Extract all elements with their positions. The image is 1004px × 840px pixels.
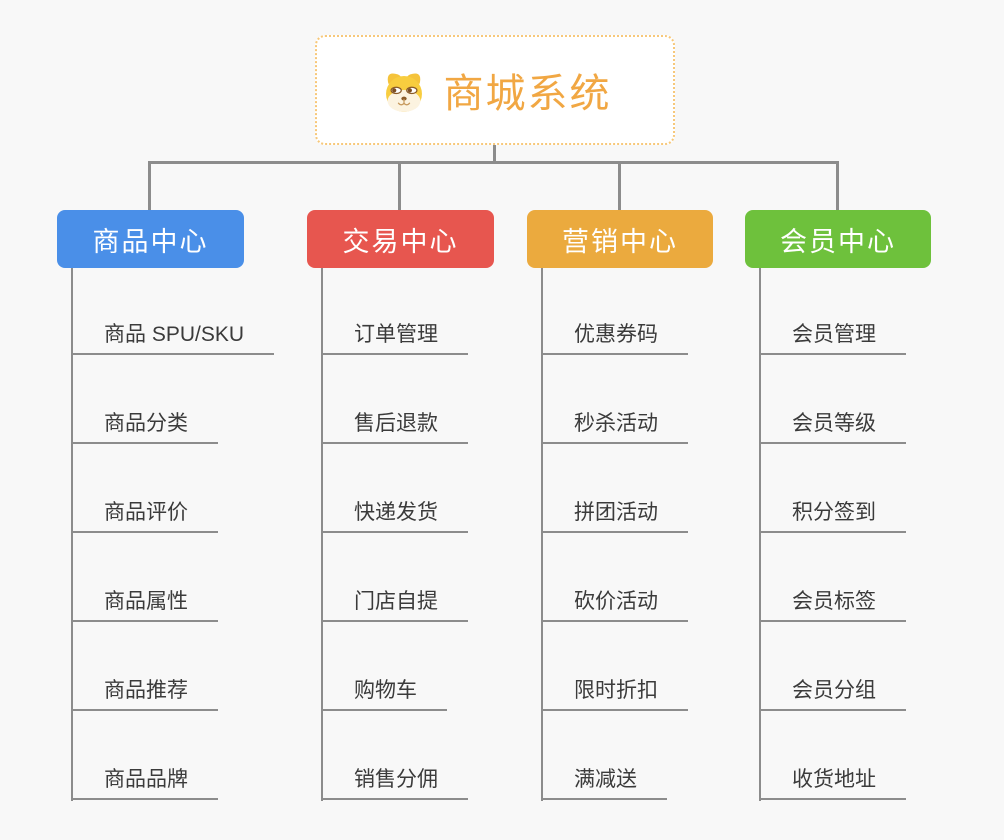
branch-1-children: 商品 SPU/SKU 商品分类 商品评价 商品属性 商品推荐 商品品牌 [71,268,301,801]
leaf-node[interactable]: 销售分佣 [321,766,468,800]
leaf-node[interactable]: 收货地址 [759,766,906,800]
connector-drop-branch-4 [836,161,839,210]
leaf-node[interactable]: 会员管理 [759,321,906,355]
branch-2-children: 订单管理 售后退款 快递发货 门店自提 购物车 销售分佣 [321,268,551,801]
leaf-node[interactable]: 商品属性 [71,588,218,622]
connector-drop-branch-3 [618,161,621,210]
leaf-node[interactable]: 限时折扣 [541,677,688,711]
doge-icon [379,67,429,113]
leaf-node[interactable]: 拼团活动 [541,499,688,533]
leaf-node[interactable]: 积分签到 [759,499,906,533]
leaf-node[interactable]: 砍价活动 [541,588,688,622]
branch-node-2[interactable]: 交易中心 [307,210,494,268]
connector-trunk [759,268,761,801]
leaf-node[interactable]: 会员等级 [759,410,906,444]
leaf-node[interactable]: 商品 SPU/SKU [71,321,275,355]
leaf-node[interactable]: 商品品牌 [71,766,218,800]
leaf-node[interactable]: 满减送 [541,766,667,800]
leaf-node[interactable]: 优惠券码 [541,321,688,355]
branch-4-children: 会员管理 会员等级 积分签到 会员标签 会员分组 收货地址 [759,268,989,801]
leaf-node[interactable]: 商品推荐 [71,677,218,711]
leaf-node[interactable]: 秒杀活动 [541,410,688,444]
leaf-node[interactable]: 购物车 [321,677,447,711]
connector-horizontal-bus [148,161,839,164]
connector-root-stem [493,144,496,163]
leaf-node[interactable]: 售后退款 [321,410,468,444]
connector-trunk [541,268,543,801]
leaf-node[interactable]: 商品分类 [71,410,218,444]
branch-node-4[interactable]: 会员中心 [745,210,931,268]
leaf-node[interactable]: 门店自提 [321,588,468,622]
branch-node-3[interactable]: 营销中心 [527,210,713,268]
branch-node-1[interactable]: 商品中心 [57,210,244,268]
leaf-node[interactable]: 会员标签 [759,588,906,622]
leaf-node[interactable]: 订单管理 [321,321,468,355]
connector-trunk [321,268,323,801]
connector-drop-branch-1 [148,161,151,210]
leaf-node[interactable]: 商品评价 [71,499,218,533]
root-node[interactable]: 商城系统 [315,35,675,145]
connector-trunk [71,268,73,801]
branch-3-children: 优惠券码 秒杀活动 拼团活动 砍价活动 限时折扣 满减送 [541,268,771,801]
root-title: 商城系统 [443,72,612,116]
leaf-node[interactable]: 会员分组 [759,677,906,711]
leaf-node[interactable]: 快递发货 [321,499,468,533]
connector-drop-branch-2 [398,161,401,210]
